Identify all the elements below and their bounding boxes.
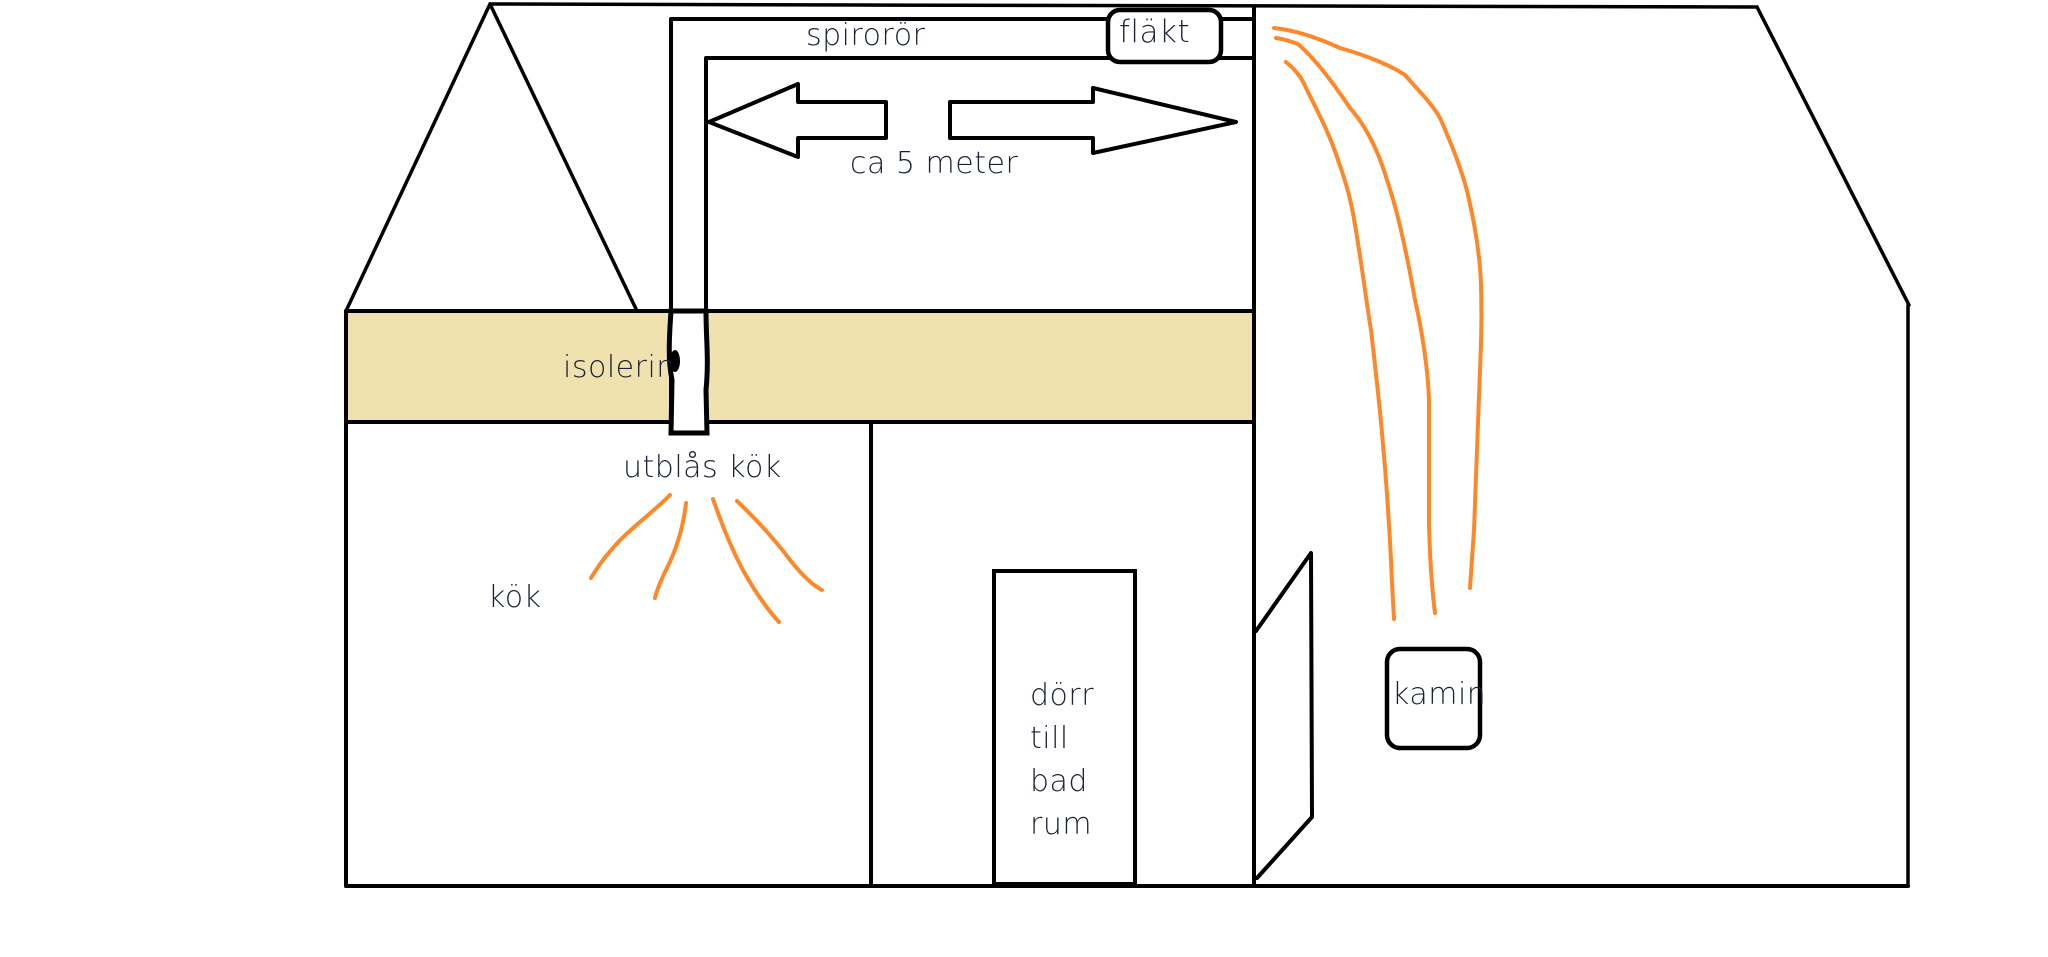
insulation-label: isolering — [563, 350, 694, 385]
duct-seal-blob — [670, 350, 680, 372]
kitchen-airflow — [589, 493, 824, 624]
roof-ridge — [488, 2, 1759, 9]
stove-label: kamin — [1392, 677, 1486, 712]
door-label-line: dörr — [1030, 678, 1094, 713]
arrow-left-icon — [707, 82, 888, 159]
house-outline — [344, 2, 1911, 888]
airflow-line-icon — [1272, 26, 1484, 590]
door-label-line: bad — [1030, 764, 1088, 799]
fan[interactable]: fläkt — [1105, 7, 1224, 65]
stove-box-icon — [1384, 646, 1483, 751]
airflow-line-icon — [589, 493, 672, 580]
kitchen-label: kök — [488, 580, 542, 615]
left-gable — [344, 2, 639, 313]
kitchen-outlet-label: utblås kök — [623, 449, 782, 485]
airflow-line-icon — [711, 497, 781, 624]
stove[interactable]: kamin — [1384, 646, 1486, 751]
door-label-line: rum — [1030, 807, 1092, 842]
bathroom-door[interactable]: dörr till bad rum — [992, 569, 1137, 886]
fan-label: fläkt — [1119, 14, 1190, 50]
duct-vertical-through-insulation — [666, 308, 710, 436]
fan-box-icon — [1105, 7, 1224, 65]
airflow-line-icon — [653, 501, 688, 600]
arrow-right-icon — [948, 86, 1238, 155]
distance-label: ca 5 meter — [850, 146, 1018, 181]
door-label-line: till — [1030, 721, 1069, 756]
airflow-line-icon — [735, 499, 824, 592]
airflow-line-icon — [1274, 36, 1437, 615]
airflow-line-icon — [1284, 60, 1396, 621]
open-door[interactable] — [1254, 551, 1314, 880]
stove-airflow — [1272, 26, 1484, 621]
door-frame — [992, 569, 1137, 886]
right-roof-slope — [1755, 5, 1911, 307]
duct-label: spirorör — [806, 18, 926, 53]
duct[interactable]: spirorör — [666, 17, 1256, 436]
duct-horizontal — [669, 17, 1256, 435]
insulation-layer — [346, 311, 1253, 422]
distance-indicator: ca 5 meter — [707, 82, 1238, 181]
